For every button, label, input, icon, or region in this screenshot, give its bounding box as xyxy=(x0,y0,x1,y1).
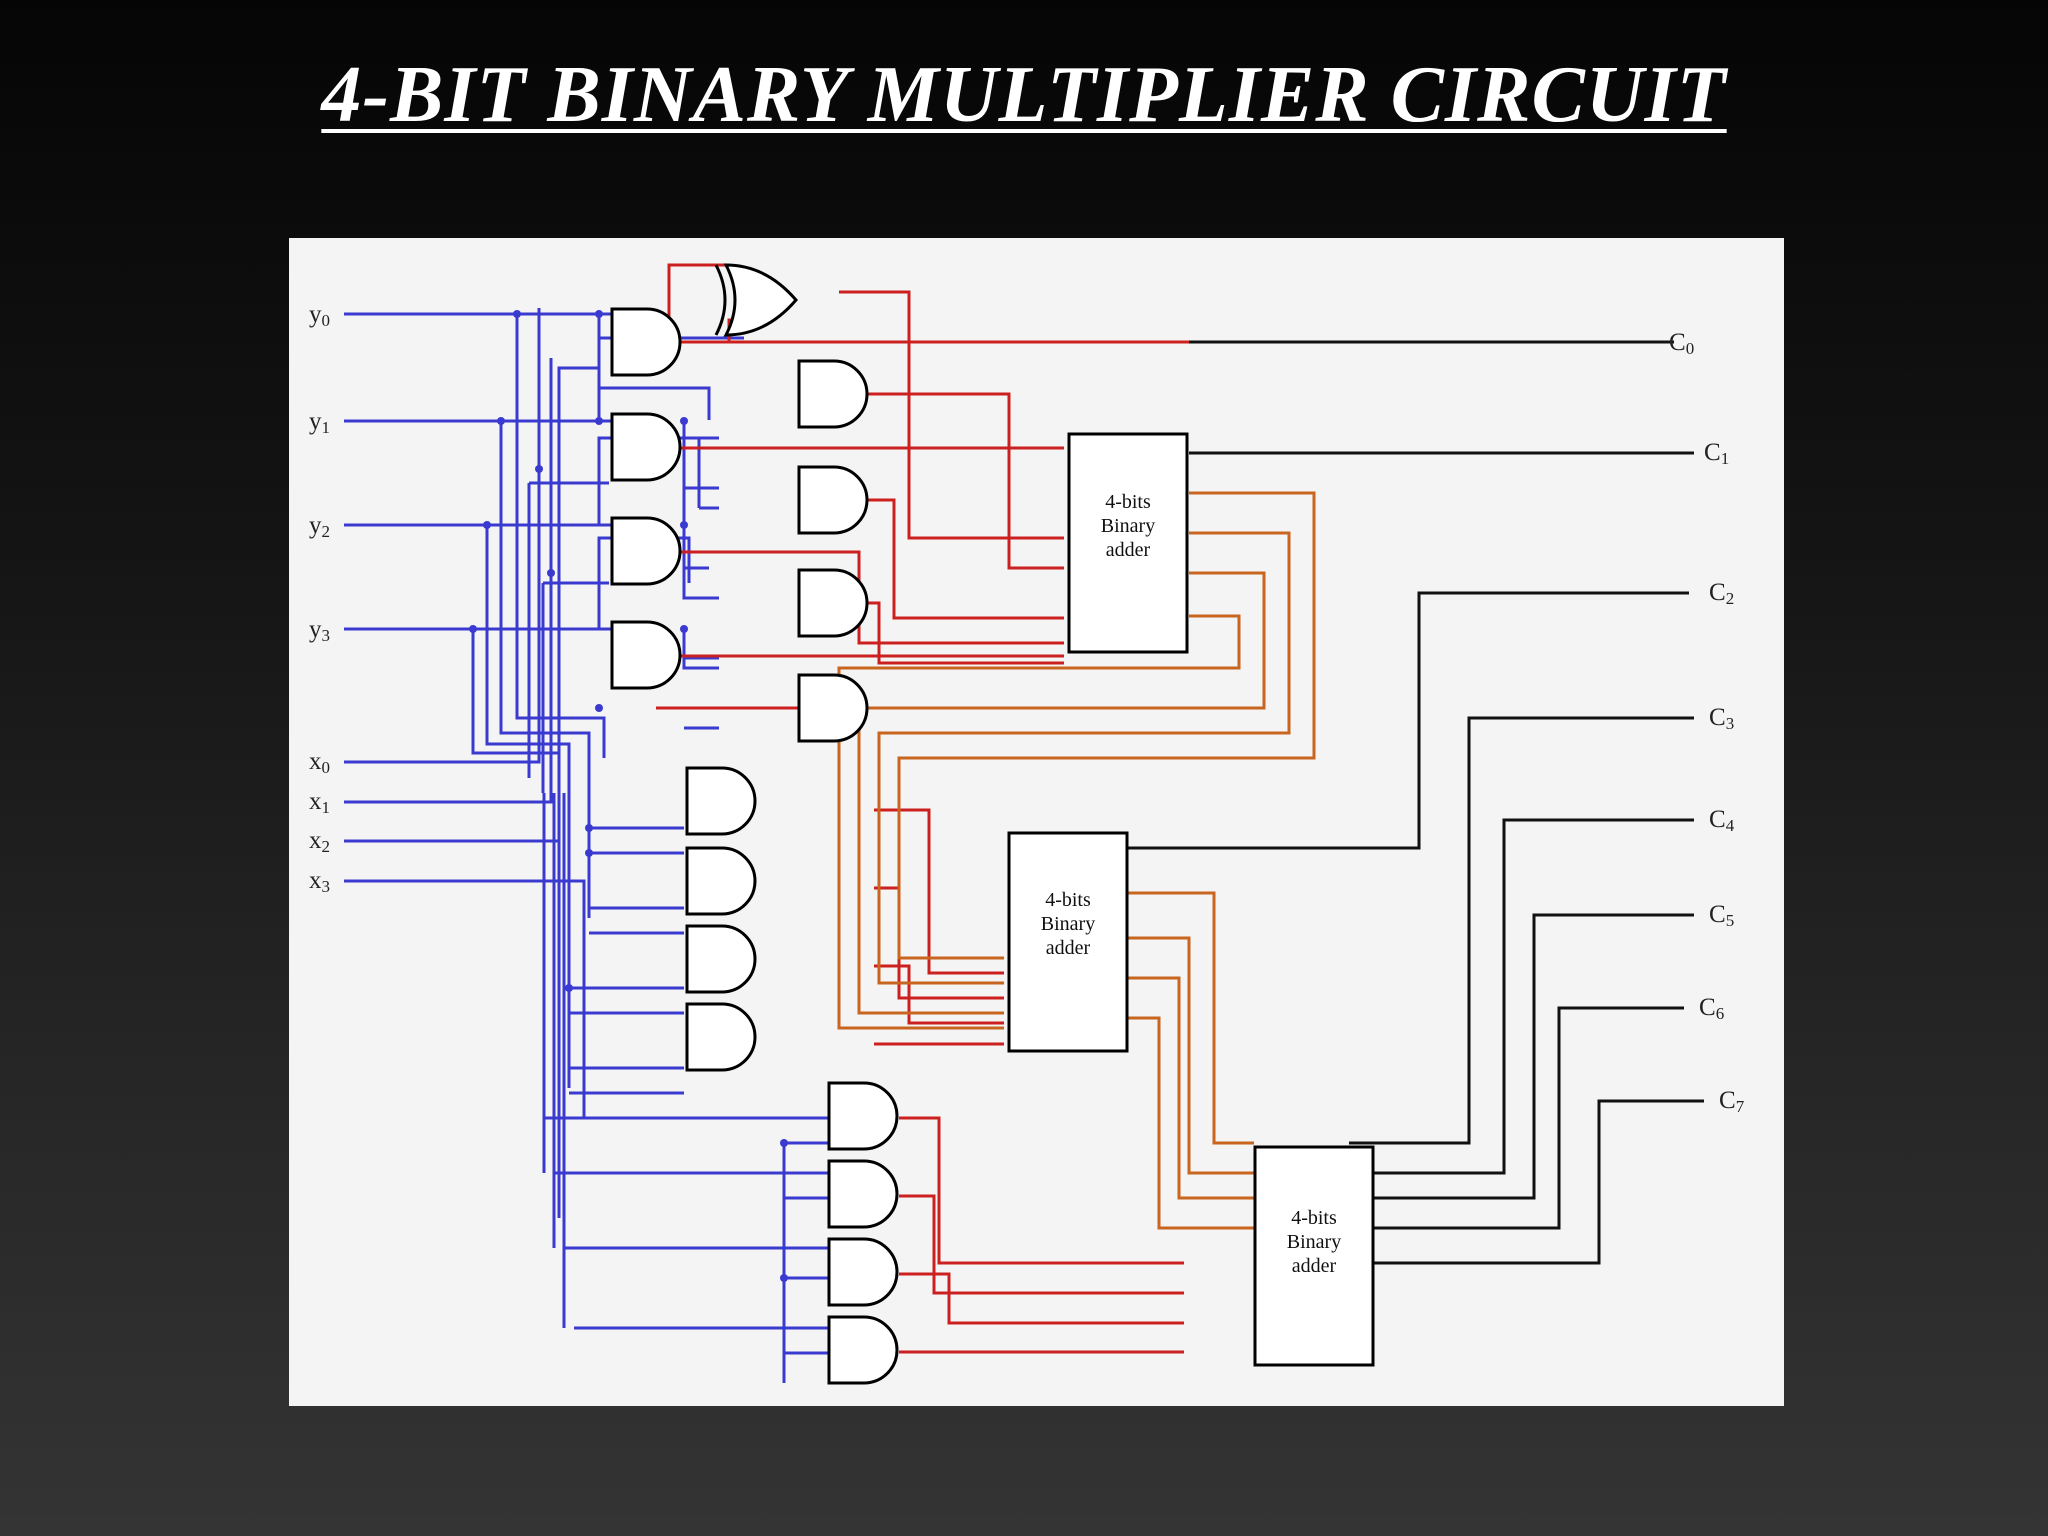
output-label-c6: C6 xyxy=(1699,994,1724,1023)
input-label-x3: x3 xyxy=(309,867,330,896)
adder-label-line1: 4-bits xyxy=(1105,491,1151,513)
input-label-x1: x1 xyxy=(309,788,330,817)
adder-label-line2: Binary xyxy=(1101,515,1155,537)
partial-product-wires xyxy=(656,263,1189,1354)
adder-label-line2: Binary xyxy=(1041,913,1095,935)
adder-block-1: 4-bits Binary adder xyxy=(1067,432,1189,654)
input-label-y3: y3 xyxy=(309,616,330,645)
adder-block-3: 4-bits Binary adder xyxy=(1253,1145,1375,1367)
adder-label-line3: adder xyxy=(1106,539,1151,561)
xor-gate xyxy=(714,263,798,337)
and-gate-column-3 xyxy=(685,766,757,1072)
and-gate-column-1 xyxy=(610,307,682,690)
output-label-c0: C0 xyxy=(1669,329,1694,358)
output-label-c5: C5 xyxy=(1709,901,1734,930)
adder-block-2: 4-bits Binary adder xyxy=(1007,831,1129,1053)
slide-title: 4-BIT BINARY MULTIPLIER CIRCUIT xyxy=(321,51,1727,139)
output-label-c3: C3 xyxy=(1709,704,1734,733)
circuit-panel: 4-bits Binary adder 4-bits Binary adder … xyxy=(289,238,1784,1406)
input-wires xyxy=(344,308,829,1383)
output-label-c1: C1 xyxy=(1704,439,1729,468)
output-labels: C0 C1 C2 C3 C4 C5 C6 C7 xyxy=(1669,329,1745,1116)
output-label-c7: C7 xyxy=(1719,1087,1745,1116)
input-label-x2: x2 xyxy=(309,827,330,856)
output-wires xyxy=(1127,340,1704,1265)
output-label-c2: C2 xyxy=(1709,579,1734,608)
input-labels: y0 y1 y2 y3 x0 x1 x2 x3 xyxy=(309,301,330,896)
adder-label-line1: 4-bits xyxy=(1291,1207,1337,1229)
adder-label-line1: 4-bits xyxy=(1045,889,1091,911)
and-gate-column-4 xyxy=(827,1081,899,1385)
adder-label-line3: adder xyxy=(1292,1255,1337,1277)
input-label-y0: y0 xyxy=(309,301,330,330)
adder-interconnect-wires xyxy=(837,491,1316,1230)
multiplier-circuit-diagram: 4-bits Binary adder 4-bits Binary adder … xyxy=(309,263,1745,1385)
adder-label-line2: Binary xyxy=(1287,1231,1341,1253)
output-label-c4: C4 xyxy=(1709,806,1735,835)
wire-junctions xyxy=(469,310,788,1282)
input-label-x0: x0 xyxy=(309,748,330,777)
adder-label-line3: adder xyxy=(1046,937,1091,959)
input-label-y2: y2 xyxy=(309,512,330,541)
input-label-y1: y1 xyxy=(309,408,330,437)
